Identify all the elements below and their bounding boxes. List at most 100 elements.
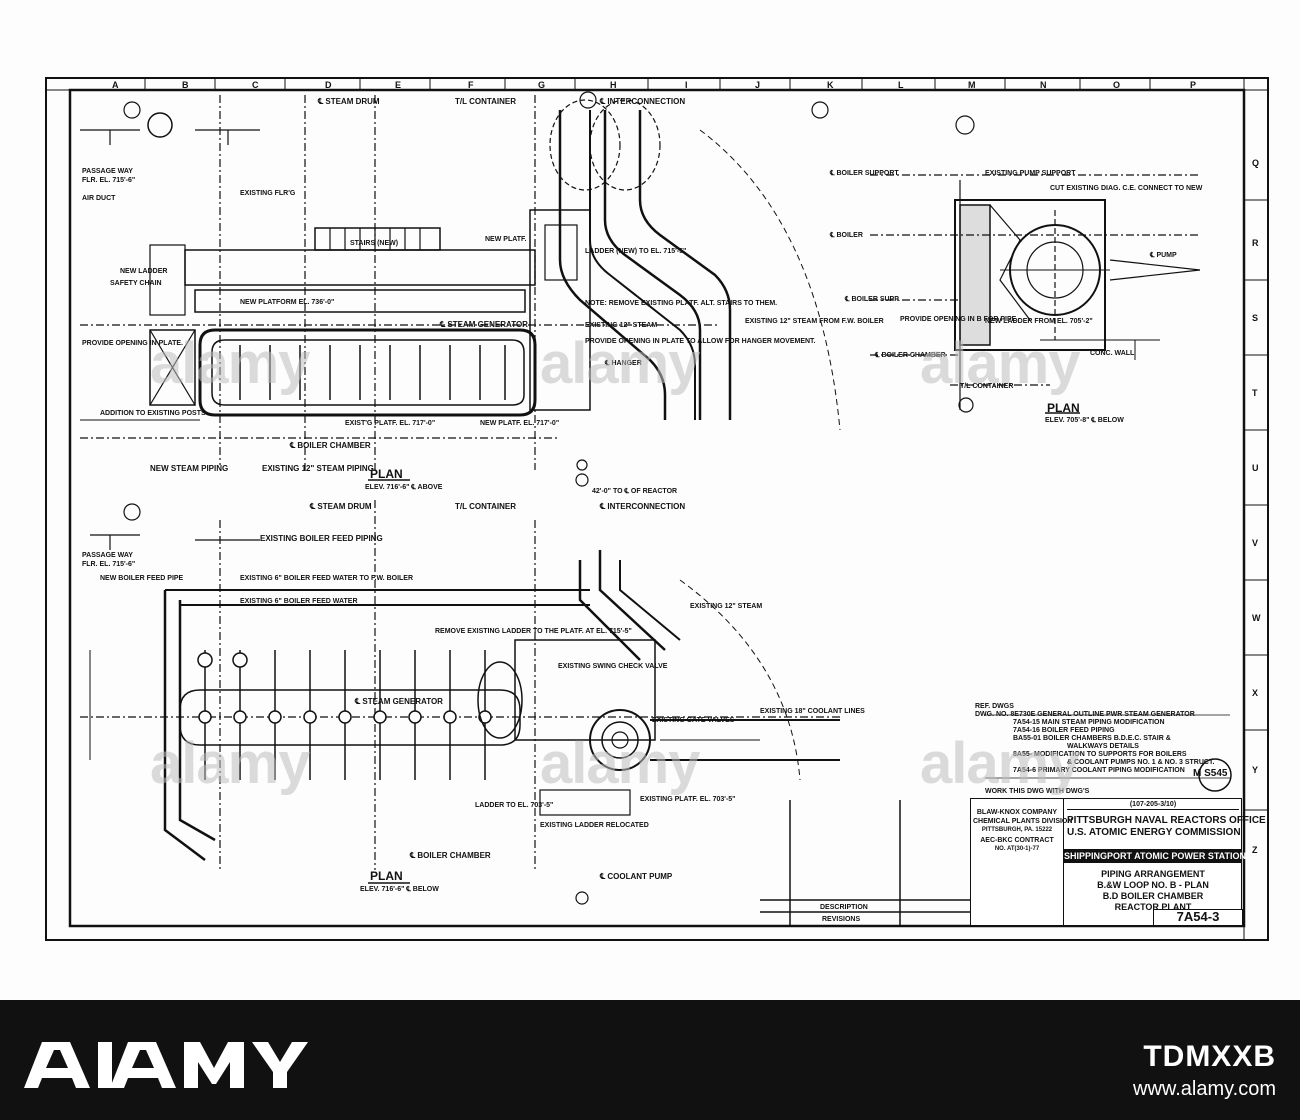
- label-new-ladder: NEW LADDER: [120, 268, 168, 275]
- company-city: PITTSBURGH, PA. 15222: [981, 827, 1053, 833]
- company-name: BLAW-KNOX COMPANY: [976, 809, 1058, 816]
- label-steam-drum-lower: ℄ STEAM DRUM: [310, 502, 372, 511]
- contract-number: NO. AT(30-1)-77: [994, 846, 1040, 852]
- label-interconnection: ℄ INTERCONNECTION: [600, 97, 686, 106]
- grid-row-x: X: [1252, 688, 1259, 698]
- label-existing-platf-lower: EXISTING PLATF. EL. 703'-5": [640, 796, 736, 803]
- label-coolant-lines: EXISTING 18" COOLANT LINES: [760, 708, 865, 715]
- watermark-text: alamy: [540, 731, 700, 796]
- grid-col-m: M: [968, 80, 976, 90]
- office-name: PITTSBURGH NAVAL REACTORS OFFICE: [1067, 815, 1266, 826]
- drawing-subtitle-1: B.&W LOOP NO. B - PLAN: [1097, 880, 1209, 890]
- label-existing-boiler-feed: EXISTING BOILER FEED PIPING: [260, 534, 383, 543]
- label-boiler-chamber-right: ℄ BOILER CHAMBER: [875, 352, 946, 359]
- grid-row-z: Z: [1252, 845, 1258, 855]
- label-addition: ADDITION TO EXISTING POSTS: [100, 410, 206, 417]
- ref-code: (107-205-3/10): [1067, 801, 1239, 811]
- ref-dwgs-heading: REF. DWGS: [975, 703, 1014, 710]
- watermark-text: alamy: [150, 731, 310, 796]
- ref-dwg-line: DWG. NO. 8E730E GENERAL OUTLINE PWR STEA…: [975, 711, 1195, 718]
- grid-row-w: W: [1252, 613, 1261, 623]
- station-name: SHIPPINGPORT ATOMIC POWER STATION: [1064, 849, 1246, 864]
- grid-row-u: U: [1252, 463, 1259, 473]
- alamy-logo-icon: [24, 1042, 308, 1088]
- watermark-text: alamy: [150, 331, 310, 396]
- description-heading: DESCRIPTION: [820, 904, 868, 911]
- grid-col-i: I: [685, 80, 688, 90]
- label-provide-opening-right: PROVIDE OPENING IN B FOR PIPE: [900, 316, 1017, 323]
- grid-col-g: G: [538, 80, 546, 90]
- grid-col-b: B: [182, 80, 189, 90]
- image-id: TDMXXB: [1143, 1040, 1276, 1073]
- grid-row-s: S: [1252, 313, 1259, 323]
- label-coolant-pump: ℄ COOLANT PUMP: [600, 872, 673, 881]
- ref-dwg-line: BA55-01 BOILER CHAMBERS B.D.E.C. STAIR &: [1013, 735, 1171, 742]
- label-new-platf: NEW PLATF.: [485, 236, 527, 243]
- ref-dwgs-block: REF. DWGS DWG. NO. 8E730E GENERAL OUTLIN…: [975, 703, 1230, 774]
- grid-col-a: A: [112, 80, 119, 90]
- watermark-text: alamy: [920, 731, 1080, 796]
- grid-col-e: E: [395, 80, 402, 90]
- drawing-number: 7A54-3: [1153, 909, 1243, 926]
- label-new-platform: NEW PLATFORM EL. 736'-0": [240, 299, 335, 306]
- label-existing-platf: EXIST'G PLATF. EL. 717'-0": [345, 420, 436, 427]
- grid-col-f: F: [468, 80, 474, 90]
- label-existing-pump-support: EXISTING PUMP SUPPORT: [985, 170, 1076, 177]
- title-block-left: BLAW-KNOX COMPANY CHEMICAL PLANTS DIVISI…: [971, 799, 1073, 925]
- ref-dwg-line: 7A54-15 MAIN STEAM PIPING MODIFICATION: [1013, 719, 1165, 726]
- label-boiler-support: ℄ BOILER SUPPORT: [830, 170, 899, 177]
- alamy-url: www.alamy.com: [1133, 1078, 1276, 1100]
- upper-plan-title: PLAN: [370, 467, 403, 481]
- drawing-title: PIPING ARRANGEMENT: [1101, 869, 1205, 879]
- label-conc-wall: CONC. WALL: [1090, 350, 1135, 357]
- label-cut-diag: CUT EXISTING DIAG. C.E. CONNECT TO NEW: [1050, 185, 1203, 192]
- ref-dwg-line: 7A54-6 PRIMARY COOLANT PIPING MODIFICATI…: [1013, 767, 1185, 774]
- label-reactor-dim: 42'-0" TO ℄ OF REACTOR: [592, 488, 678, 495]
- revisions-heading: REVISIONS: [822, 916, 861, 923]
- ref-dwg-line: 7A54-16 BOILER FEED PIPING: [1013, 727, 1115, 734]
- label-new-platf-el: NEW PLATF. EL. 717'-0": [480, 420, 560, 427]
- label-ladder-el: LADDER TO EL. 703'-5": [475, 802, 554, 809]
- label-provide-opening-hanger: PROVIDE OPENING IN PLATE TO ALLOW FOR HA…: [585, 338, 816, 345]
- label-boiler-chamber-lower: ℄ BOILER CHAMBER: [410, 851, 491, 860]
- label-provide-opening: PROVIDE OPENING IN PLATE.: [82, 340, 183, 347]
- grid-col-d: D: [325, 80, 332, 90]
- ref-dwg-line: 8A55- MODIFICATION TO SUPPORTS FOR BOILE…: [1013, 751, 1187, 758]
- label-existing-steam: EXISTING 12" STEAM: [585, 322, 658, 329]
- upper-plan-elevation: ELEV. 716'-6" ℄ ABOVE: [365, 484, 443, 491]
- drawing-subtitle-2: B.D BOILER CHAMBER: [1102, 891, 1204, 901]
- label-existing-6-feed: EXISTING 6" BOILER FEED WATER TO F.W. BO…: [240, 575, 414, 582]
- label-passage-el: FLR. EL. 715'-6": [82, 177, 136, 184]
- label-passage-way-lower: PASSAGE WAY: [82, 552, 133, 559]
- label-steam-generator-lower: ℄ STEAM GENERATOR: [355, 697, 443, 706]
- grid-row-r: R: [1252, 238, 1259, 248]
- label-existing-steam-fw: EXISTING 12" STEAM FROM F.W. BOILER: [745, 318, 884, 325]
- label-passage-el-lower: FLR. EL. 715'-6": [82, 561, 136, 568]
- label-existing-ladder: EXISTING LADDER RELOCATED: [540, 822, 649, 829]
- label-boiler-chamber: ℄ BOILER CHAMBER: [290, 441, 371, 450]
- grid-col-n: N: [1040, 80, 1047, 90]
- label-new-ladder-right: NEW LADDER FROM EL. 705'-2": [985, 318, 1093, 325]
- label-boiler-supp: ℄ BOILER SUPP.: [845, 296, 900, 303]
- watermark-footer: TDMXXB www.alamy.com: [0, 1000, 1300, 1120]
- label-air-duct: AIR DUCT: [82, 195, 116, 202]
- watermark-text: alamy: [920, 331, 1080, 396]
- label-stairs: STAIRS (NEW): [350, 240, 399, 247]
- label-hanger: ℄ HANGER: [605, 360, 642, 367]
- label-new-steam-piping: NEW STEAM PIPING: [150, 464, 229, 473]
- company-division: CHEMICAL PLANTS DIVISION: [973, 818, 1073, 825]
- grid-col-c: C: [252, 80, 259, 90]
- right-plan-elevation: ELEV. 705'-8" ℄ BELOW: [1045, 417, 1124, 424]
- grid-row-v: V: [1252, 538, 1259, 548]
- label-existing-flr: EXISTING FLR'G: [240, 190, 296, 197]
- label-remove-ladder: REMOVE EXISTING LADDER TO THE PLATF. AT …: [435, 628, 632, 635]
- drawing-subtitle-3: REACTOR PLANT: [1114, 902, 1192, 912]
- work-note: WORK THIS DWG WITH DWG'S: [985, 788, 1090, 795]
- label-passage-way: PASSAGE WAY: [82, 168, 133, 175]
- label-note: NOTE: REMOVE EXISTING PLATF. ALT. STAIRS…: [585, 300, 778, 307]
- label-safety-chain: SAFETY CHAIN: [110, 280, 162, 287]
- grid-col-j: J: [755, 80, 761, 90]
- watermark-text: alamy: [540, 331, 700, 396]
- right-plan-title: PLAN: [1047, 401, 1080, 415]
